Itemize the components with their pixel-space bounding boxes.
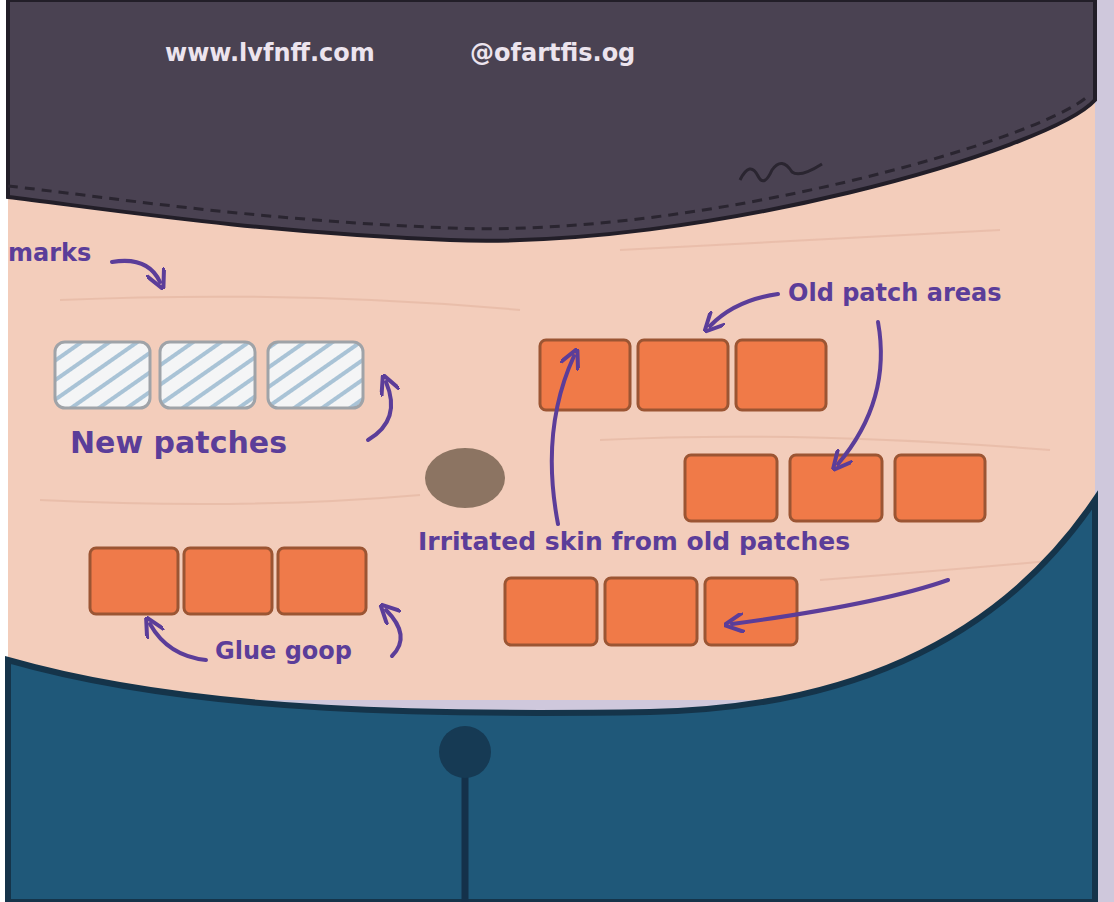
leader-arrows [112, 261, 948, 660]
irritated-patches [505, 340, 985, 645]
annotation-label: Glue goop [215, 638, 352, 666]
annotation-label: Old patch areas [788, 280, 1001, 308]
new-patches [55, 342, 363, 408]
signature [740, 163, 822, 180]
skin-texture [40, 230, 1060, 580]
pants-fly [462, 770, 469, 902]
shirt-stitching [8, 96, 1088, 229]
annotation-label: New patches [70, 426, 287, 461]
annotation-label: Irritated skin from old patches [418, 528, 850, 557]
watermark: www.lvfnff.com [165, 40, 375, 68]
pants [8, 500, 1095, 902]
glue-patches [90, 548, 366, 614]
belly-button [425, 448, 505, 508]
pants-button [439, 726, 491, 778]
watermark: @ofartfis.og [470, 40, 635, 68]
annotation-label: marks [8, 240, 91, 268]
shirt [8, 0, 1095, 241]
